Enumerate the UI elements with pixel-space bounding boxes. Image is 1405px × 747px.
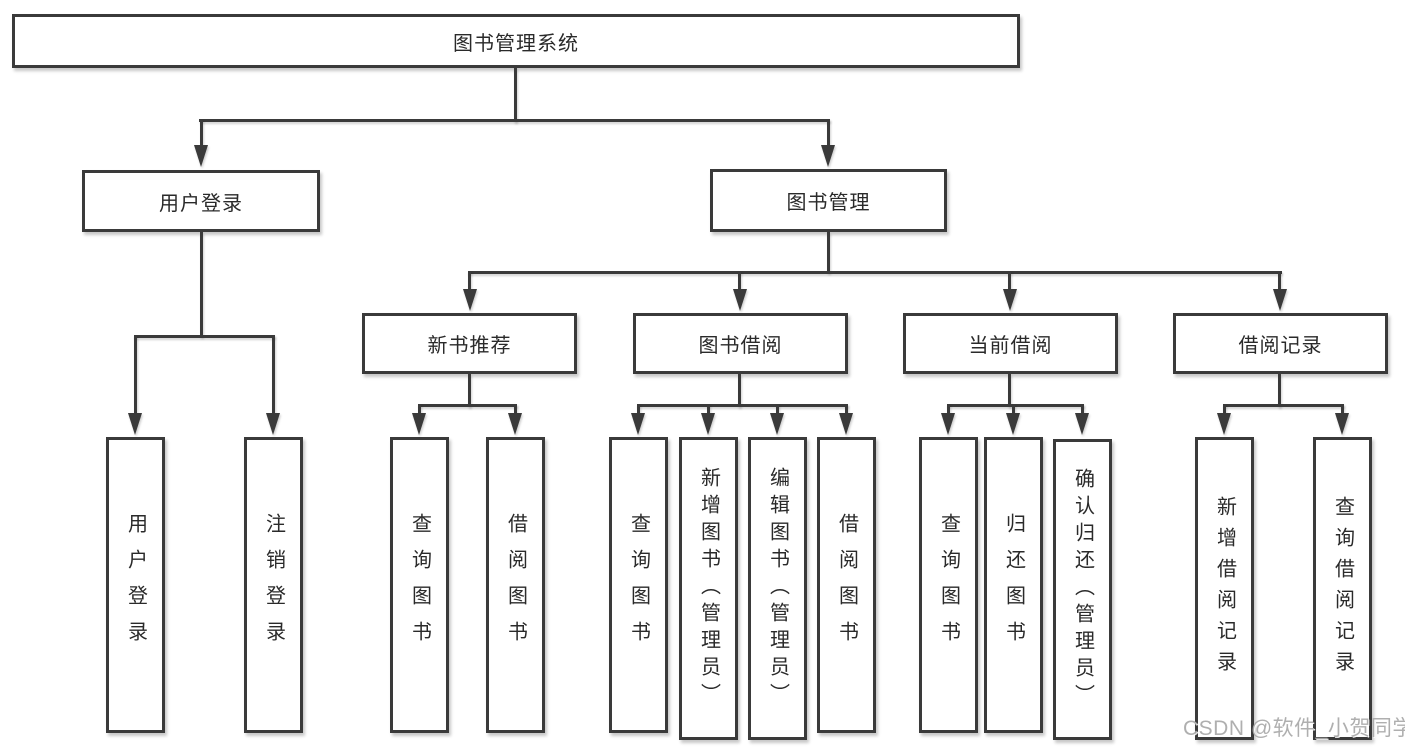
node-leaf-user-login: 用户登录 bbox=[106, 437, 165, 733]
node-leaf-user-login-label: 用户登录 bbox=[124, 513, 147, 657]
connector-line bbox=[1081, 404, 1084, 416]
connector-line bbox=[738, 374, 741, 407]
node-leaf-confirm-return-admin: 确认归还（管理员） bbox=[1053, 439, 1112, 740]
connector-line bbox=[468, 271, 471, 289]
arrow-down-icon bbox=[941, 413, 955, 435]
connector-line bbox=[707, 404, 710, 416]
connector-line bbox=[738, 271, 741, 289]
node-borrow-records-label: 借阅记录 bbox=[1238, 335, 1323, 357]
arrow-down-icon bbox=[733, 289, 747, 311]
arrow-down-icon bbox=[1273, 289, 1287, 311]
connector-line bbox=[1278, 271, 1281, 289]
connector-line bbox=[1223, 404, 1226, 416]
node-leaf-newbook-query-books-label: 查询图书 bbox=[408, 513, 431, 657]
arrow-down-icon bbox=[412, 413, 426, 435]
node-current-borrow: 当前借阅 bbox=[903, 313, 1118, 374]
connector-line bbox=[199, 119, 830, 122]
node-new-book-recommend-label: 新书推荐 bbox=[427, 335, 512, 357]
connector-line bbox=[637, 404, 848, 407]
node-leaf-add-borrow-record-label: 新增借阅记录 bbox=[1213, 495, 1236, 682]
node-leaf-query-borrow-record: 查询借阅记录 bbox=[1313, 437, 1372, 740]
connector-line bbox=[134, 335, 137, 413]
node-root-label: 图书管理系统 bbox=[453, 32, 579, 55]
arrow-down-icon bbox=[701, 413, 715, 435]
node-book-borrow-label: 图书借阅 bbox=[698, 335, 783, 357]
node-leaf-return-books: 归还图书 bbox=[984, 437, 1043, 733]
connector-line bbox=[468, 374, 471, 407]
connector-line bbox=[1008, 374, 1011, 407]
connector-line bbox=[272, 335, 275, 413]
connector-line bbox=[637, 404, 640, 416]
arrow-down-icon bbox=[1006, 413, 1020, 435]
csdn-watermark: CSDN @软件_小贺同学 bbox=[1183, 717, 1405, 740]
node-leaf-edit-books-admin-label: 编辑图书（管理员） bbox=[766, 467, 789, 710]
arrow-down-icon bbox=[1075, 413, 1089, 435]
connector-line bbox=[1278, 374, 1281, 407]
arrow-down-icon bbox=[508, 413, 522, 435]
node-leaf-add-books-admin-label: 新增图书（管理员） bbox=[697, 467, 720, 710]
node-leaf-borrow-query-books: 查询图书 bbox=[609, 437, 668, 733]
arrow-down-icon bbox=[194, 145, 208, 167]
arrow-down-icon bbox=[839, 413, 853, 435]
node-leaf-add-books-admin: 新增图书（管理员） bbox=[679, 437, 738, 740]
node-leaf-current-query-books-label: 查询图书 bbox=[937, 513, 960, 657]
arrow-down-icon bbox=[463, 289, 477, 311]
connector-line bbox=[514, 404, 517, 416]
connector-line bbox=[418, 404, 421, 416]
node-root: 图书管理系统 bbox=[12, 14, 1020, 68]
arrow-down-icon bbox=[266, 413, 280, 435]
node-user-login: 用户登录 bbox=[82, 170, 320, 232]
node-leaf-return-books-label: 归还图书 bbox=[1002, 513, 1025, 657]
connector-line bbox=[468, 271, 1282, 274]
connector-line bbox=[776, 404, 779, 416]
node-leaf-add-borrow-record: 新增借阅记录 bbox=[1195, 437, 1254, 740]
connector-line bbox=[200, 232, 203, 337]
node-leaf-current-query-books: 查询图书 bbox=[919, 437, 978, 733]
arrow-down-icon bbox=[1003, 289, 1017, 311]
node-leaf-newbook-borrow-books-label: 借阅图书 bbox=[504, 513, 527, 657]
node-leaf-edit-books-admin: 编辑图书（管理员） bbox=[748, 437, 807, 740]
connector-line bbox=[1341, 404, 1344, 416]
node-borrow-records: 借阅记录 bbox=[1173, 313, 1388, 374]
node-leaf-borrow-books-label: 借阅图书 bbox=[835, 513, 858, 657]
node-book-mgmt-label: 图书管理 bbox=[786, 192, 871, 214]
node-leaf-borrow-query-books-label: 查询图书 bbox=[627, 513, 650, 657]
connector-line bbox=[827, 232, 830, 273]
arrow-down-icon bbox=[770, 413, 784, 435]
node-leaf-logout: 注销登录 bbox=[244, 437, 303, 733]
node-leaf-confirm-return-admin-label: 确认归还（管理员） bbox=[1071, 468, 1094, 711]
arrow-down-icon bbox=[1335, 413, 1349, 435]
connector-line bbox=[134, 335, 275, 338]
node-leaf-borrow-books: 借阅图书 bbox=[817, 437, 876, 733]
connector-line bbox=[947, 404, 1084, 407]
node-book-mgmt: 图书管理 bbox=[710, 169, 947, 232]
node-new-book-recommend: 新书推荐 bbox=[362, 313, 577, 374]
arrow-down-icon bbox=[128, 413, 142, 435]
node-user-login-label: 用户登录 bbox=[159, 192, 243, 215]
connector-line bbox=[827, 119, 830, 147]
connector-line bbox=[845, 404, 848, 416]
connector-line bbox=[1008, 271, 1011, 289]
connector-line bbox=[200, 119, 203, 147]
arrow-down-icon bbox=[821, 145, 835, 167]
connector-line bbox=[1012, 404, 1015, 416]
arrow-down-icon bbox=[1217, 413, 1231, 435]
node-leaf-query-borrow-record-label: 查询借阅记录 bbox=[1331, 495, 1354, 682]
connector-line bbox=[514, 68, 517, 122]
node-book-borrow: 图书借阅 bbox=[633, 313, 848, 374]
node-current-borrow-label: 当前借阅 bbox=[968, 335, 1053, 357]
arrow-down-icon bbox=[631, 413, 645, 435]
node-leaf-newbook-borrow-books: 借阅图书 bbox=[486, 437, 545, 733]
connector-line bbox=[1223, 404, 1344, 407]
connector-line bbox=[947, 404, 950, 416]
node-leaf-newbook-query-books: 查询图书 bbox=[390, 437, 449, 733]
connector-line bbox=[418, 404, 517, 407]
node-leaf-logout-label: 注销登录 bbox=[262, 513, 285, 657]
